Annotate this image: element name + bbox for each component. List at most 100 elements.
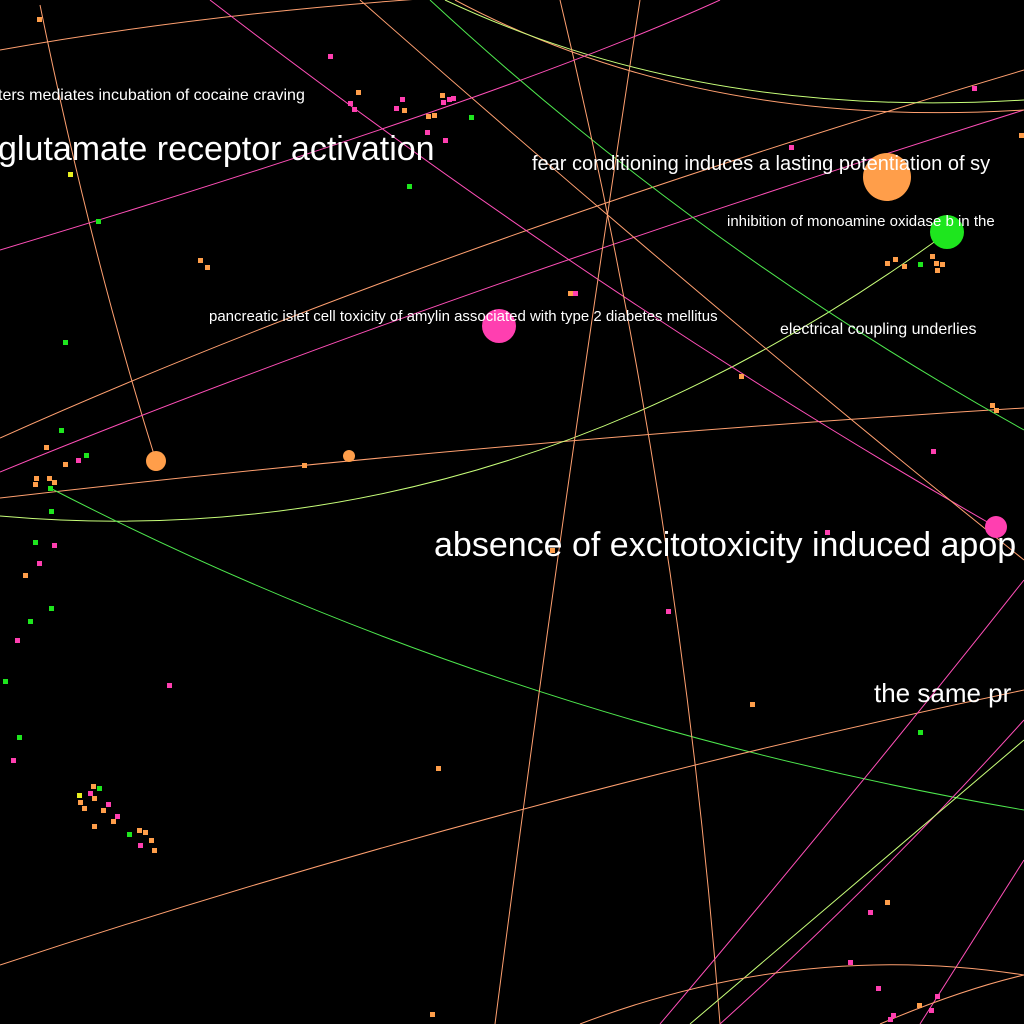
node[interactable] xyxy=(52,480,57,485)
node[interactable] xyxy=(426,114,431,119)
node[interactable] xyxy=(407,184,412,189)
hub-node[interactable] xyxy=(482,309,516,343)
node[interactable] xyxy=(432,113,437,118)
node[interactable] xyxy=(101,808,106,813)
node[interactable] xyxy=(934,261,939,266)
node[interactable] xyxy=(302,463,307,468)
node[interactable] xyxy=(443,138,448,143)
node[interactable] xyxy=(47,476,52,481)
node[interactable] xyxy=(935,268,940,273)
node[interactable] xyxy=(152,848,157,853)
node[interactable] xyxy=(394,106,399,111)
hub-node[interactable] xyxy=(343,450,355,462)
node[interactable] xyxy=(469,115,474,120)
node[interactable] xyxy=(430,1012,435,1017)
node[interactable] xyxy=(891,1013,896,1018)
node[interactable] xyxy=(447,97,452,102)
node[interactable] xyxy=(425,130,430,135)
node[interactable] xyxy=(935,994,940,999)
node[interactable] xyxy=(15,638,20,643)
node[interactable] xyxy=(888,1017,893,1022)
node[interactable] xyxy=(33,540,38,545)
node[interactable] xyxy=(111,819,116,824)
node[interactable] xyxy=(63,462,68,467)
node[interactable] xyxy=(167,683,172,688)
node[interactable] xyxy=(76,458,81,463)
node[interactable] xyxy=(198,258,203,263)
node[interactable] xyxy=(885,900,890,905)
node[interactable] xyxy=(23,573,28,578)
node[interactable] xyxy=(52,543,57,548)
node[interactable] xyxy=(902,264,907,269)
node-label[interactable]: ters mediates incubation of cocaine crav… xyxy=(0,87,305,104)
node[interactable] xyxy=(918,730,923,735)
node[interactable] xyxy=(666,609,671,614)
node[interactable] xyxy=(106,802,111,807)
node[interactable] xyxy=(1019,133,1024,138)
node[interactable] xyxy=(92,796,97,801)
node[interactable] xyxy=(400,97,405,102)
node[interactable] xyxy=(115,814,120,819)
node[interactable] xyxy=(91,784,96,789)
node[interactable] xyxy=(77,793,82,798)
node[interactable] xyxy=(573,291,578,296)
node[interactable] xyxy=(440,93,445,98)
node[interactable] xyxy=(750,702,755,707)
node-label[interactable]: inhibition of monoamine oxidase b in the xyxy=(727,213,995,230)
node[interactable] xyxy=(137,828,142,833)
node[interactable] xyxy=(930,254,935,259)
node[interactable] xyxy=(990,403,995,408)
node[interactable] xyxy=(143,830,148,835)
node[interactable] xyxy=(972,86,977,91)
node[interactable] xyxy=(868,910,873,915)
node[interactable] xyxy=(49,606,54,611)
node[interactable] xyxy=(918,262,923,267)
node-label[interactable]: pancreatic islet cell toxicity of amylin… xyxy=(209,308,718,325)
node[interactable] xyxy=(352,107,357,112)
node[interactable] xyxy=(940,262,945,267)
node[interactable] xyxy=(48,486,53,491)
hub-node[interactable] xyxy=(930,215,964,249)
node[interactable] xyxy=(68,172,73,177)
node[interactable] xyxy=(917,1003,922,1008)
node[interactable] xyxy=(138,843,143,848)
node[interactable] xyxy=(82,806,87,811)
node[interactable] xyxy=(848,960,853,965)
node[interactable] xyxy=(885,261,890,266)
node[interactable] xyxy=(348,101,353,106)
node[interactable] xyxy=(568,291,573,296)
node[interactable] xyxy=(436,766,441,771)
hub-node[interactable] xyxy=(985,516,1007,538)
node[interactable] xyxy=(441,100,446,105)
node[interactable] xyxy=(11,758,16,763)
node[interactable] xyxy=(149,838,154,843)
node[interactable] xyxy=(88,791,93,796)
node[interactable] xyxy=(37,561,42,566)
node[interactable] xyxy=(78,800,83,805)
node[interactable] xyxy=(356,90,361,95)
node[interactable] xyxy=(402,108,407,113)
node[interactable] xyxy=(127,832,132,837)
node[interactable] xyxy=(97,786,102,791)
node[interactable] xyxy=(37,17,42,22)
node[interactable] xyxy=(84,453,89,458)
node[interactable] xyxy=(205,265,210,270)
node[interactable] xyxy=(893,257,898,262)
node[interactable] xyxy=(28,619,33,624)
node-label[interactable]: absence of excitotoxicity induced apop xyxy=(434,526,1016,564)
node[interactable] xyxy=(825,530,830,535)
node[interactable] xyxy=(451,96,456,101)
node[interactable] xyxy=(17,735,22,740)
node-label[interactable]: the same pr xyxy=(874,678,1012,708)
node[interactable] xyxy=(931,449,936,454)
node-label[interactable]: fear conditioning induces a lasting pote… xyxy=(532,153,990,175)
hub-node[interactable] xyxy=(146,451,166,471)
node[interactable] xyxy=(59,428,64,433)
node[interactable] xyxy=(96,219,101,224)
node[interactable] xyxy=(739,374,744,379)
node[interactable] xyxy=(994,408,999,413)
node[interactable] xyxy=(44,445,49,450)
node[interactable] xyxy=(63,340,68,345)
node[interactable] xyxy=(929,1008,934,1013)
node[interactable] xyxy=(92,824,97,829)
